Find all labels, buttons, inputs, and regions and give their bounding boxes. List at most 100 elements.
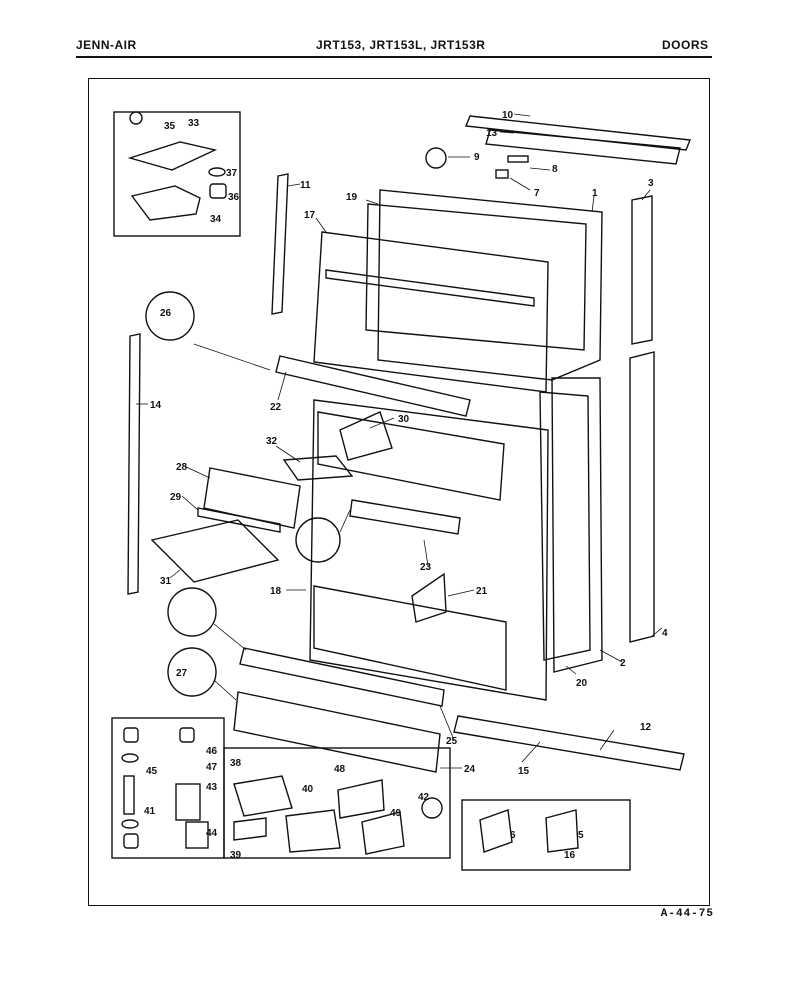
section-title: DOORS xyxy=(662,38,709,52)
bracket-48 xyxy=(337,779,385,819)
callout-40: 40 xyxy=(302,784,314,795)
bushing-9 xyxy=(425,147,447,169)
detail-circle-26-bottom xyxy=(167,587,217,637)
brand-label: JENN-AIR xyxy=(76,38,137,52)
upper-bin xyxy=(317,411,505,501)
callout-35: 35 xyxy=(164,121,176,132)
callout-24: 24 xyxy=(464,764,476,775)
freezer-shelf xyxy=(325,269,535,307)
dairy-door-30 xyxy=(339,411,393,461)
header-rule xyxy=(76,56,712,58)
shim-39 xyxy=(233,817,267,841)
washer-37-b xyxy=(121,819,139,829)
callout-32: 32 xyxy=(266,436,278,447)
bushing-36-a xyxy=(123,727,139,743)
hinge-38 xyxy=(233,775,293,817)
bushing-36-b xyxy=(123,833,139,849)
callout-3: 3 xyxy=(648,178,654,189)
diagram-code: A-44-75 xyxy=(660,908,714,920)
top-hinge-bar-10 xyxy=(465,115,691,151)
callout-15: 15 xyxy=(518,766,530,777)
callout-46: 46 xyxy=(206,746,218,757)
detail-circle-27-mid xyxy=(295,517,341,563)
bushing-36 xyxy=(209,183,227,199)
rail-25 xyxy=(239,647,445,707)
washer-37 xyxy=(208,167,226,177)
callout-4: 4 xyxy=(662,628,668,639)
bottom-hinge-bar-12 xyxy=(453,715,685,771)
callout-44: 44 xyxy=(206,828,218,839)
callout-41: 41 xyxy=(144,806,156,817)
washer-37-a xyxy=(121,753,139,763)
fresh-food-gasket-20 xyxy=(539,391,591,661)
hinge-plate-33 xyxy=(127,141,218,171)
detail-circle-26-top xyxy=(145,291,195,341)
callout-30: 30 xyxy=(398,414,410,425)
shelf-bar-23 xyxy=(349,499,461,535)
callout-11: 11 xyxy=(300,180,311,191)
callout-22: 22 xyxy=(270,402,282,413)
callout-16: 16 xyxy=(564,850,576,861)
diagram-frame xyxy=(88,78,710,906)
callout-7: 7 xyxy=(534,188,540,199)
lower-bin xyxy=(313,585,507,691)
callout-38: 38 xyxy=(230,758,242,769)
callout-26: 26 xyxy=(160,308,172,319)
callout-36: 36 xyxy=(228,192,240,203)
strip-29 xyxy=(197,507,281,533)
callout-labels: 1 2 3 4 5 6 7 8 9 10 11 12 13 14 15 16 1… xyxy=(144,110,668,861)
butter-cover-32 xyxy=(282,455,354,481)
bracket-49 xyxy=(361,811,405,855)
pin-8 xyxy=(507,155,529,163)
callout-18: 18 xyxy=(270,586,282,597)
callout-31: 31 xyxy=(160,576,172,587)
trim-strip-14 xyxy=(127,333,141,595)
bracket-7 xyxy=(495,169,509,179)
callout-34: 34 xyxy=(210,214,222,225)
hinge-shim-34 xyxy=(130,185,201,221)
callout-5: 5 xyxy=(578,830,584,841)
callout-33: 33 xyxy=(188,118,200,129)
callout-23: 23 xyxy=(420,562,432,573)
callout-8: 8 xyxy=(552,164,558,175)
cover-5 xyxy=(545,809,579,853)
hinge-40 xyxy=(285,809,341,853)
callout-45: 45 xyxy=(146,766,158,777)
callout-20: 20 xyxy=(576,678,588,689)
callout-39: 39 xyxy=(230,850,242,861)
top-hinge-inset xyxy=(113,111,241,237)
bottom-hinge-inset-right xyxy=(223,747,451,859)
callout-48: 48 xyxy=(334,764,346,775)
callout-1: 1 xyxy=(592,188,598,199)
callout-2: 2 xyxy=(620,658,626,669)
shelf-retainer-21 xyxy=(411,572,447,623)
callout-37: 37 xyxy=(226,168,238,179)
callout-10: 10 xyxy=(502,110,514,121)
side-trim-3 xyxy=(631,195,653,345)
freezer-rail-22 xyxy=(275,355,471,417)
freezer-door-outer-1 xyxy=(377,189,603,381)
cover-6 xyxy=(479,809,513,853)
callout-29: 29 xyxy=(170,492,182,503)
detail-circle-27-bottom xyxy=(167,647,217,697)
hinge-cover-inset xyxy=(461,799,631,871)
top-trim-bar-13 xyxy=(485,129,681,165)
model-numbers: JRT153, JRT153L, JRT153R xyxy=(316,38,486,52)
hinge-43 xyxy=(175,783,201,821)
fresh-food-door-outer-2 xyxy=(551,377,603,673)
callout-27: 27 xyxy=(176,668,188,679)
side-trim-4 xyxy=(629,351,655,643)
callout-28: 28 xyxy=(176,462,188,473)
callout-12: 12 xyxy=(640,722,652,733)
callout-9: 9 xyxy=(474,152,480,163)
callout-17: 17 xyxy=(304,210,316,221)
callout-6: 6 xyxy=(510,830,516,841)
freezer-gasket-19 xyxy=(365,203,587,351)
egg-tray-31 xyxy=(150,519,280,583)
callout-49: 49 xyxy=(390,808,402,819)
callout-43: 43 xyxy=(206,782,218,793)
hinge-44 xyxy=(185,821,209,849)
rail-24 xyxy=(233,691,441,773)
callout-21: 21 xyxy=(476,586,488,597)
